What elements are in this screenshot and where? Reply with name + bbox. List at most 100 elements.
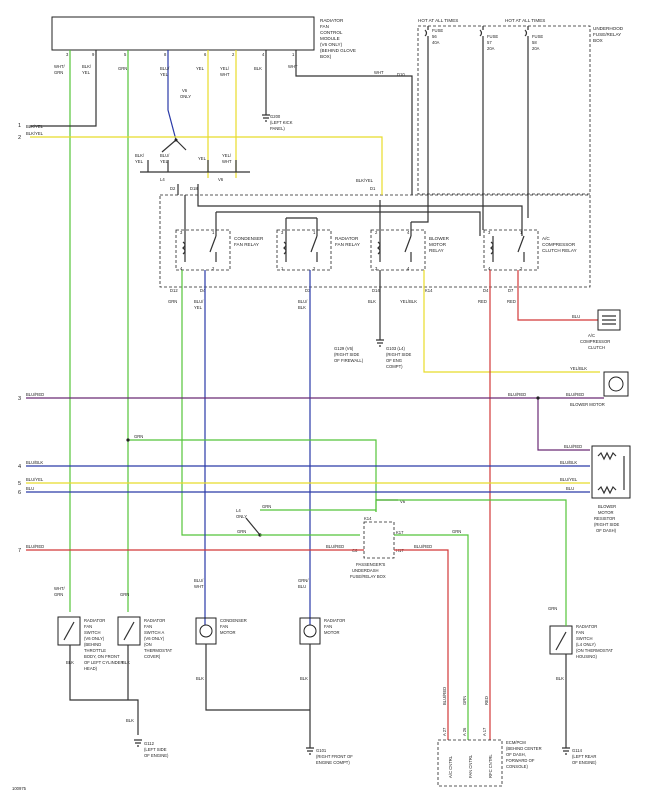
svg-text:BLK/: BLK/: [135, 153, 145, 158]
svg-text:YEL/: YEL/: [220, 66, 230, 71]
radiator-fan-motor: RADIATOR FAN MOTOR: [299, 617, 345, 645]
blower-motor-resistor: BLOWER MOTOR RESISTOR (RIGHT SIDE OF DAS…: [591, 445, 631, 533]
blk-label-g129: BLK: [368, 299, 376, 304]
blu-wht-label: BLU/ WHT: [194, 578, 204, 589]
svg-text:9: 9: [92, 52, 95, 57]
svg-text:G114: G114: [572, 748, 583, 753]
svg-text:(V6 ONLY): (V6 ONLY): [84, 636, 105, 641]
svg-text:40A: 40A: [432, 40, 440, 45]
relay-enclosure: [159, 194, 591, 288]
junction-dot: [174, 138, 178, 142]
svg-text:4: 4: [262, 52, 265, 57]
svg-text:BLK: BLK: [298, 305, 306, 310]
module-pin-numbers: 3 9 5 8 6 2 4 1: [66, 52, 295, 57]
svg-text:2: 2: [520, 266, 523, 271]
wire-grn-right-switch: [375, 499, 567, 626]
svg-text:2: 2: [232, 52, 235, 57]
wire-yel-blk-blower: [423, 270, 600, 373]
switch-l4: [245, 517, 261, 536]
svg-text:FAN CNTRL: FAN CNTRL: [468, 754, 473, 778]
branch-labels: BLK/ YEL BLU/ YEL YEL YEL/ WHT: [135, 153, 232, 164]
svg-text:BLU/: BLU/: [160, 66, 170, 71]
wire-red-ac-clutch: [517, 270, 598, 321]
svg-text:BLK/: BLK/: [82, 64, 92, 69]
svg-text:WHT: WHT: [220, 72, 230, 77]
svg-text:COMPRESSOR: COMPRESSOR: [542, 242, 576, 247]
wht-grn-label-bottom: WHT/ GRN: [54, 586, 66, 597]
svg-text:UNDERDASH: UNDERDASH: [352, 568, 379, 573]
red-label-ac: RED: [478, 299, 487, 304]
g114-label: G114 (LEFT REAR OF ENGINE): [572, 748, 597, 765]
blower-motor: BLOWER MOTOR: [570, 371, 629, 407]
svg-text:A 26: A 26: [462, 727, 467, 736]
wht-grn-label-top: WHT/ GRN: [54, 64, 66, 75]
svg-text:(V6 ONLY): (V6 ONLY): [320, 42, 343, 47]
wire-d2-d18: [177, 184, 199, 195]
svg-text:(BEHIND CENTER: (BEHIND CENTER: [506, 746, 542, 751]
g200-label: G200 (LEFT KICK PANEL): [270, 114, 293, 131]
svg-text:3: 3: [18, 396, 21, 402]
ac-compressor-clutch-relay: A/C COMPRESSOR CLUTCH RELAY: [483, 229, 577, 271]
svg-text:4: 4: [18, 464, 21, 470]
blu-left-label: BLU: [26, 486, 34, 491]
svg-text:YEL: YEL: [135, 159, 144, 164]
svg-text:BLOWER MOTOR: BLOWER MOTOR: [570, 402, 605, 407]
svg-text:BODY, ON FRONT: BODY, ON FRONT: [84, 654, 120, 659]
svg-text:BLU/RED: BLU/RED: [442, 687, 447, 705]
svg-text:OF ENG: OF ENG: [386, 358, 402, 363]
svg-text:COMPT): COMPT): [386, 364, 403, 369]
svg-text:FUSE/RELAY BOX: FUSE/RELAY BOX: [350, 574, 386, 579]
wire-grn-ecm: [394, 534, 469, 740]
svg-text:MODULE: MODULE: [320, 36, 340, 41]
svg-text:FAN: FAN: [324, 624, 332, 629]
ground-symbol-g114: [562, 747, 570, 755]
svg-text:4: 4: [488, 266, 491, 271]
svg-text:(ON: (ON: [144, 642, 152, 647]
svg-text:WHT/: WHT/: [54, 586, 66, 591]
blu-yel-label-cond: BLU/ YEL: [194, 299, 204, 310]
svg-text:GRN/: GRN/: [298, 578, 309, 583]
red-label-clutch: RED: [507, 299, 516, 304]
svg-text:3: 3: [488, 230, 491, 235]
blu-blk-left-label: BLU/BLK: [26, 460, 43, 465]
yel-wht-label-module: YEL/ WHT: [220, 66, 230, 77]
grn-label-cond: GRN: [168, 299, 177, 304]
wire-blk-cond-motor: [205, 644, 310, 711]
svg-text:3: 3: [281, 230, 284, 235]
svg-text:FUSE: FUSE: [487, 34, 498, 39]
rfc-module-label: RADIATOR FAN CONTROL MODULE (V6 ONLY) (B…: [320, 18, 356, 59]
blk-yel-d1-label: BLK/YEL: [356, 178, 374, 183]
svg-text:1: 1: [313, 230, 316, 235]
d1-label: D1: [370, 186, 376, 191]
svg-text:MOTOR: MOTOR: [429, 242, 447, 247]
relay-internal-1: [184, 195, 523, 236]
blk-label-g112: BLK: [126, 718, 134, 723]
svg-text:RED: RED: [484, 696, 489, 705]
grn-blu-label: GRN/ BLU: [298, 578, 309, 589]
l4-only-passenger: L4 ONLY: [236, 508, 247, 519]
svg-text:OF FIREWALL): OF FIREWALL): [334, 358, 364, 363]
svg-text:1: 1: [212, 230, 215, 235]
svg-text:SWITCH: SWITCH: [84, 630, 101, 635]
ground-symbol-g200: [262, 114, 270, 122]
svg-text:CONDENSER: CONDENSER: [220, 618, 247, 623]
fuse-58: FUSE 58 20A: [524, 26, 543, 66]
svg-text:1: 1: [281, 266, 284, 271]
svg-text:G200: G200: [270, 114, 281, 119]
svg-text:RELAY: RELAY: [429, 248, 444, 253]
svg-text:SWITCH: SWITCH: [576, 636, 593, 641]
svg-text:BLU/: BLU/: [194, 299, 204, 304]
g129-label: G129 (V6) (RIGHT SIDE OF FIREWALL): [334, 346, 364, 363]
d18-label: D18: [190, 186, 198, 191]
svg-text:YEL: YEL: [160, 72, 169, 77]
radiator-fan-switch-v6: RADIATOR FAN SWITCH (V6 ONLY) (BEHIND TH…: [57, 616, 123, 671]
svg-text:3: 3: [375, 266, 378, 271]
svg-text:(BEHIND GLOVE: (BEHIND GLOVE: [320, 48, 356, 53]
blk-label-switch1: BLK: [66, 660, 74, 665]
svg-text:RADIATOR: RADIATOR: [320, 18, 344, 23]
passenger-fuse-relay-box: K14 K17 C6 H17 PASSENGER'S UNDERDASH FUS…: [350, 516, 404, 579]
svg-text:G101: G101: [316, 748, 327, 753]
grn-label-bottom: GRN: [120, 592, 129, 597]
svg-text:FAN: FAN: [576, 630, 584, 635]
svg-text:THROTTLE: THROTTLE: [84, 648, 106, 653]
